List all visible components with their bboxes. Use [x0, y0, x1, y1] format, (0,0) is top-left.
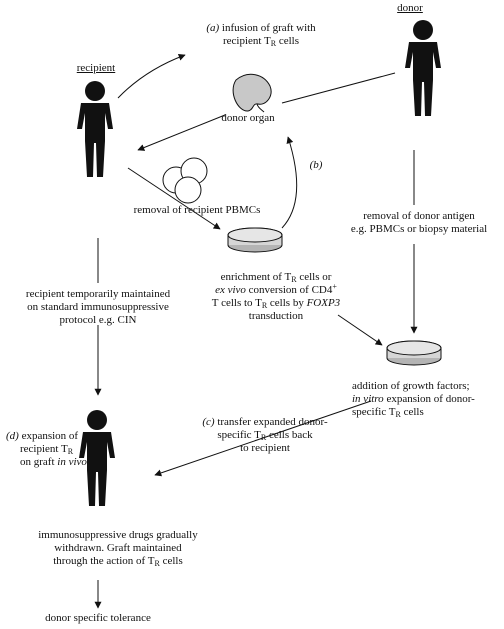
organ-vessel: [256, 103, 265, 113]
donor-antigen-label: removal of donor antigen e.g. PBMCs or b…: [350, 210, 488, 235]
enrichment-label: enrichment of TR cells or ex vivo conver…: [211, 271, 341, 322]
arrow-organ-to-recipient: [137, 114, 226, 151]
petri-dish-1-icon: [227, 227, 283, 253]
removal-pbmc-label: removal of recipient PBMCs: [133, 204, 261, 216]
recipient-label: recipient: [76, 62, 116, 74]
donor-person-icon: [405, 20, 441, 116]
arrow-to-infusion: [117, 53, 186, 99]
arrow-recipient-to-dish: [127, 167, 221, 230]
arrow-transfer-to-recipient: [154, 400, 372, 477]
maintained-label: recipient temporarily maintained on stan…: [25, 288, 171, 326]
transfer-label: (c) transfer expanded donor- specific TR…: [202, 416, 328, 454]
b-label: (b): [309, 159, 323, 171]
withdrawn-label: immunosuppressive drugs gradually withdr…: [38, 529, 198, 568]
cells-icon: [162, 157, 208, 204]
arrow-b-dish-to-organ: [281, 136, 298, 229]
petri-dish-2-icon: [386, 340, 442, 366]
growth-factors-label: addition of growth factors; in vitro exp…: [352, 380, 475, 419]
tolerance-label: donor specific tolerance: [45, 612, 151, 624]
recipient-person-icon: [77, 81, 113, 177]
arrow-enrichment-to-dish: [337, 314, 383, 346]
donor-label: donor: [397, 2, 423, 14]
donor-organ-label: donor organ: [221, 112, 275, 124]
infusion-label: (a) infusion of graft with recipient TR …: [206, 22, 316, 48]
organ-icon: [232, 73, 272, 112]
line-donor-to-organ: [281, 72, 396, 104]
expansion-label: (d) expansion of recipient TR on graft i…: [6, 430, 87, 468]
